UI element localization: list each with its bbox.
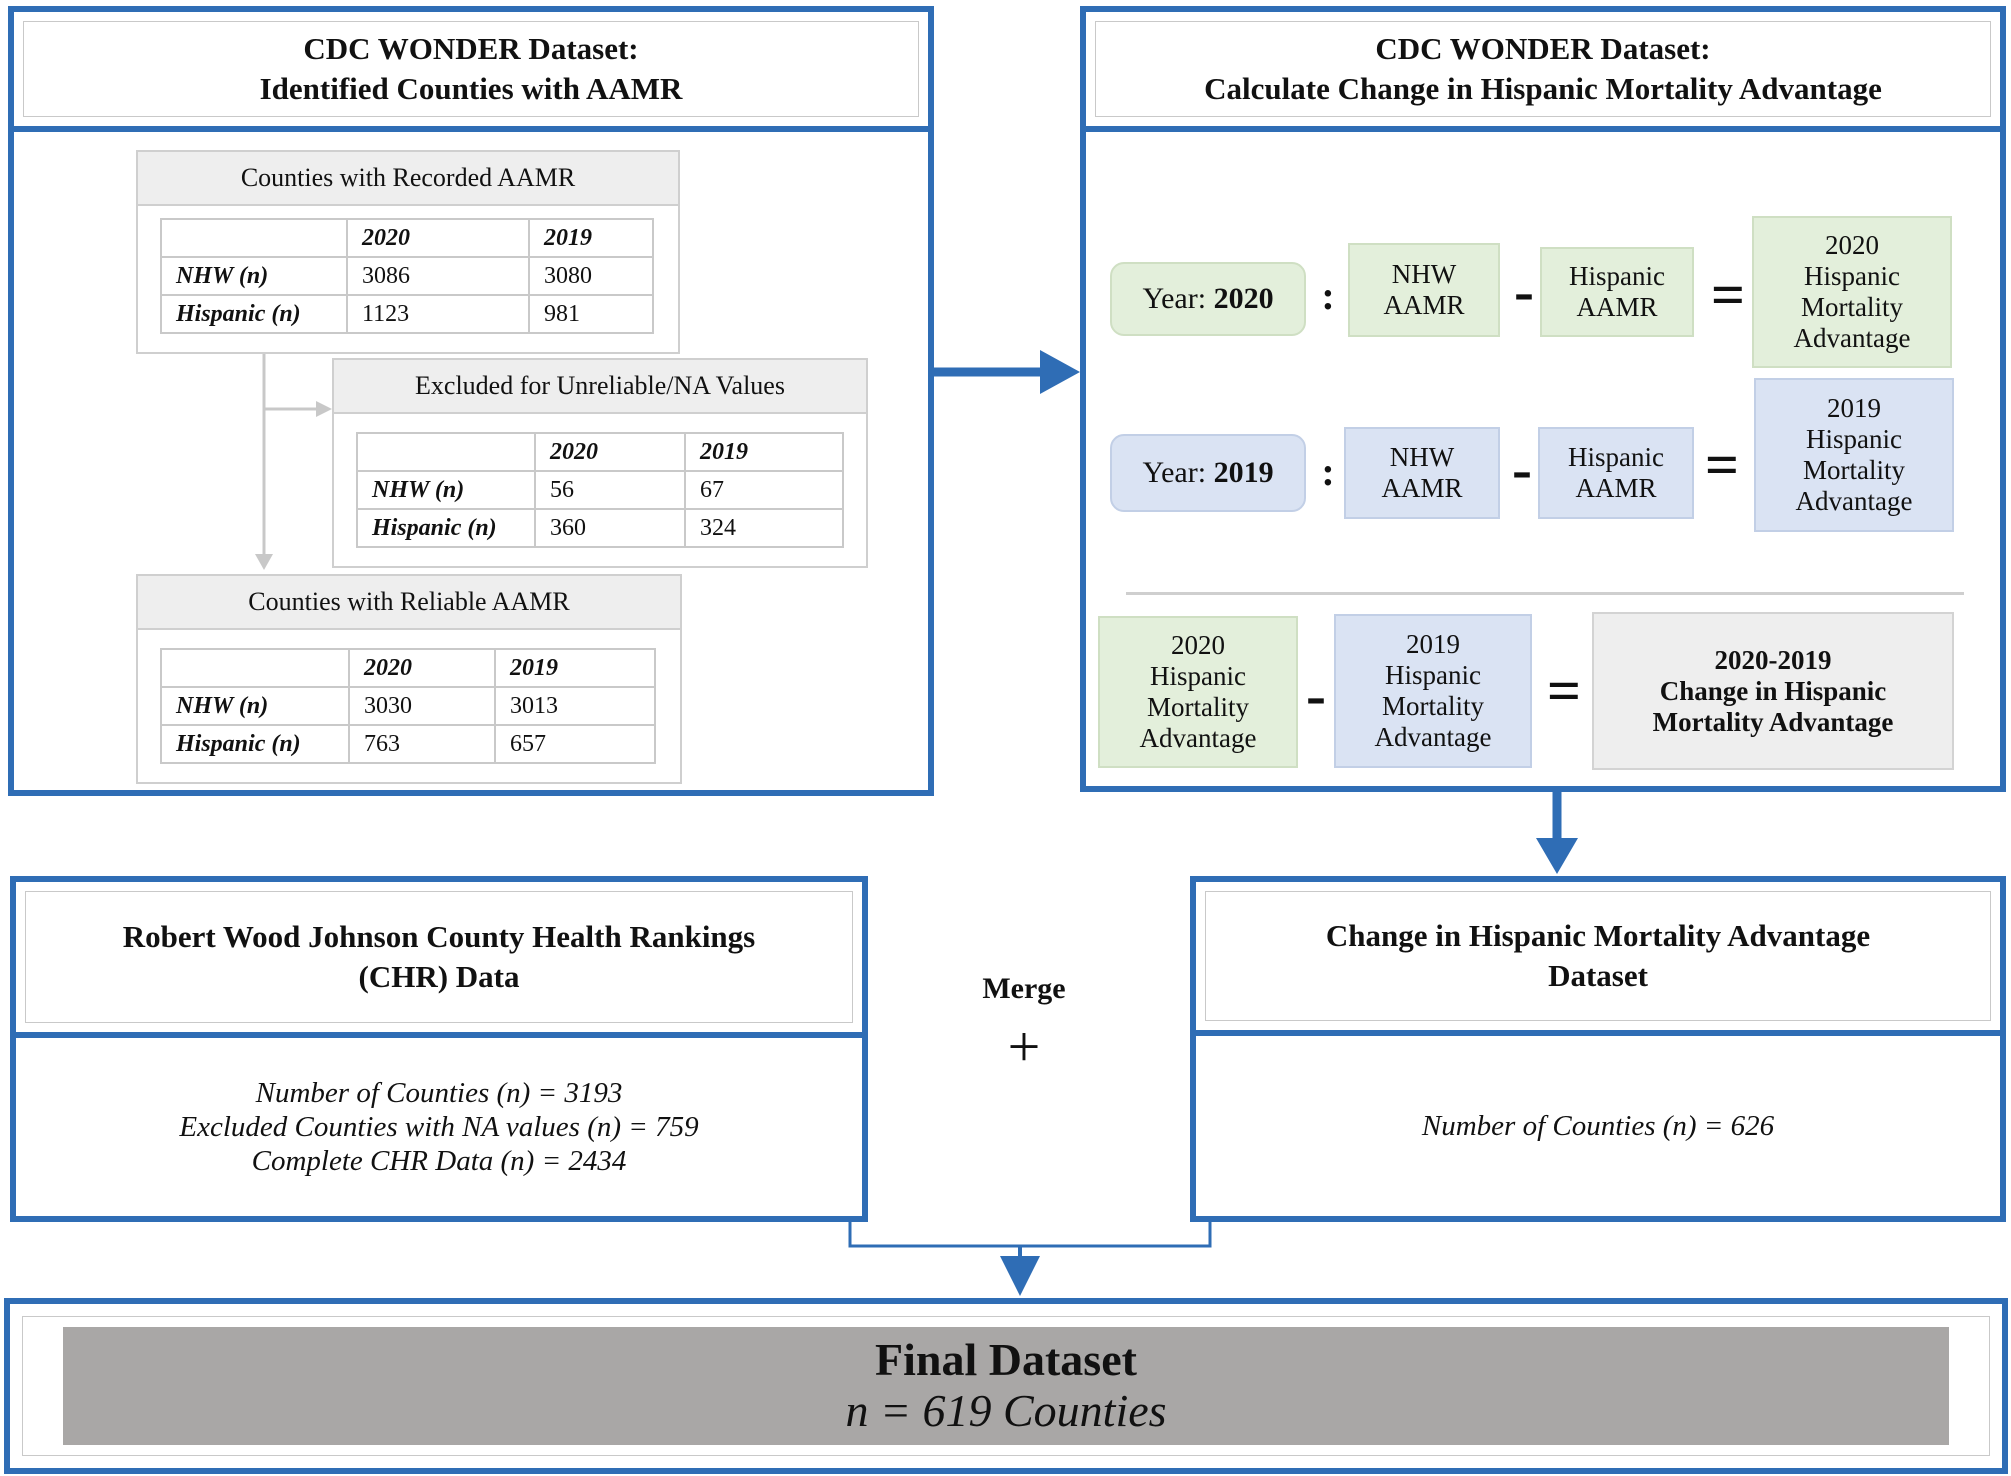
col-header-2020: 2020 [534, 432, 686, 472]
hispanic-mortality-advantage-2019: 2019 Hispanic Mortality Advantage [1754, 378, 1954, 532]
equals-symbol: = [1710, 261, 1746, 328]
recorded-aamr-title: Counties with Recorded AAMR [138, 152, 678, 206]
change-dataset-title-line2: Dataset [1548, 958, 1648, 993]
col-header-2019: 2019 [528, 218, 654, 258]
minus-symbol: - [1512, 435, 1532, 502]
col-header-2019: 2019 [684, 432, 844, 472]
hispanic-aamr-2019: Hispanic AAMR [1538, 427, 1694, 519]
table-row: Hispanic (n) 1123 981 [160, 294, 654, 334]
reliable-aamr-box: Counties with Reliable AAMR 2020 2019 NH… [136, 574, 682, 784]
hispanic-mortality-advantage-2020: 2020 Hispanic Mortality Advantage [1098, 616, 1298, 768]
final-dataset-box: Final Dataset n = 619 Counties [4, 1298, 2008, 1474]
divider [1126, 592, 1964, 595]
table-row: Hispanic (n) 360 324 [356, 508, 844, 548]
change-hispanic-mortality-advantage: 2020-2019 Change in Hispanic Mortality A… [1592, 612, 1954, 770]
excluded-box: Excluded for Unreliable/NA Values 2020 2… [332, 358, 868, 568]
cdc-left-title-line1: CDC WONDER Dataset: [303, 31, 639, 66]
cdc-right-title-line1: CDC WONDER Dataset: [1375, 31, 1711, 66]
col-header-2020: 2020 [348, 648, 496, 688]
arrowhead-down-icon [1536, 838, 1578, 874]
year-2019-pill: Year: 2019 [1110, 434, 1306, 512]
hispanic-mortality-advantage-2020: 2020 Hispanic Mortality Advantage [1752, 216, 1952, 368]
nhw-aamr-2019: NHW AAMR [1344, 427, 1500, 519]
minus-symbol: - [1306, 661, 1326, 728]
hispanic-mortality-advantage-2019: 2019 Hispanic Mortality Advantage [1334, 614, 1532, 768]
arrowhead-right-icon [1040, 350, 1080, 394]
change-dataset-title-line1: Change in Hispanic Mortality Advantage [1325, 918, 1871, 953]
year-2019-label: Year: [1142, 456, 1207, 489]
chr-title-line2: (CHR) Data [358, 959, 520, 994]
minus-symbol: - [1514, 257, 1534, 324]
year-2020-label: Year: [1142, 282, 1207, 315]
chr-header: Robert Wood Johnson County Health Rankin… [10, 876, 868, 1038]
excluded-table: 2020 2019 NHW (n) 56 67 Hispanic (n) 360… [356, 432, 844, 548]
change-dataset-panel: Number of Counties (n) = 626 [1190, 1030, 2006, 1222]
chr-complete-line: Complete CHR Data (n) = 2434 [251, 1145, 627, 1177]
cdc-right-header: CDC WONDER Dataset: Calculate Change in … [1080, 6, 2006, 132]
chr-title-line1: Robert Wood Johnson County Health Rankin… [122, 919, 756, 954]
merge-connector [848, 1222, 1212, 1248]
merge-label: Merge [982, 972, 1066, 1005]
year-2020-pill: Year: 2020 [1110, 262, 1306, 336]
arrowhead-down-final-icon [1000, 1256, 1040, 1296]
chr-count-line: Number of Counties (n) = 3193 [255, 1077, 623, 1109]
chr-excluded-line: Excluded Counties with NA values (n) = 7… [179, 1111, 699, 1143]
table-row: NHW (n) 3030 3013 [160, 686, 656, 726]
equals-symbol: = [1546, 657, 1582, 724]
cdc-left-title-line2: Identified Counties with AAMR [259, 71, 683, 106]
change-dataset-header: Change in Hispanic Mortality Advantage D… [1190, 876, 2006, 1036]
year-2019-value: 2019 [1213, 456, 1274, 489]
recorded-aamr-table: 2020 2019 NHW (n) 3086 3080 Hispanic (n)… [160, 218, 654, 334]
table-row: Hispanic (n) 763 657 [160, 724, 656, 764]
year-2020-value: 2020 [1213, 282, 1274, 315]
final-dataset-count: n = 619 Counties [845, 1385, 1167, 1436]
final-dataset-title: Final Dataset [875, 1334, 1137, 1385]
cdc-left-header: CDC WONDER Dataset: Identified Counties … [8, 6, 934, 132]
colon-symbol: : [1321, 272, 1335, 318]
col-header-2020: 2020 [346, 218, 530, 258]
table-row: NHW (n) 3086 3080 [160, 256, 654, 296]
equals-symbol: = [1704, 431, 1740, 498]
merge-plus-icon: + [1007, 1014, 1041, 1079]
chr-panel: Number of Counties (n) = 3193 Excluded C… [10, 1032, 868, 1222]
nhw-aamr-2020: NHW AAMR [1348, 243, 1500, 337]
reliable-aamr-title: Counties with Reliable AAMR [138, 576, 680, 630]
excluded-title: Excluded for Unreliable/NA Values [334, 360, 866, 414]
col-header-2019: 2019 [494, 648, 656, 688]
table-row: NHW (n) 56 67 [356, 470, 844, 510]
hispanic-aamr-2020: Hispanic AAMR [1540, 247, 1694, 337]
recorded-aamr-box: Counties with Recorded AAMR 2020 2019 NH… [136, 150, 680, 354]
final-dataset-inner: Final Dataset n = 619 Counties [63, 1327, 1949, 1445]
reliable-aamr-table: 2020 2019 NHW (n) 3030 3013 Hispanic (n)… [160, 648, 656, 764]
change-dataset-count-line: Number of Counties (n) = 626 [1421, 1110, 1775, 1142]
cdc-right-title-line2: Calculate Change in Hispanic Mortality A… [1204, 71, 1882, 106]
colon-symbol: : [1321, 448, 1335, 494]
